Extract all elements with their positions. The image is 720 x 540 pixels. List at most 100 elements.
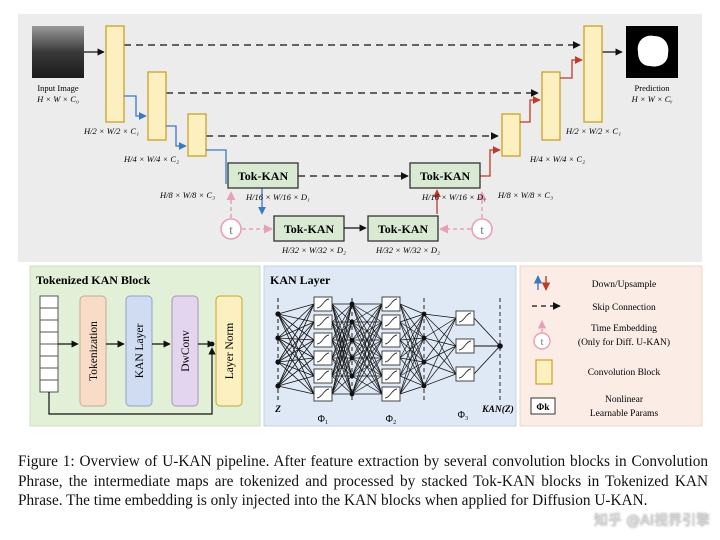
kan-z-label: Z xyxy=(274,405,281,415)
kan-input-node xyxy=(275,383,281,389)
time-embedding-right-icon xyxy=(471,218,493,240)
kan-phi3-box-curve xyxy=(458,340,472,351)
kan-edge xyxy=(473,345,501,375)
tok-kan-block-enc-1 xyxy=(227,162,299,189)
dwconv-step xyxy=(171,295,199,407)
kan-edge xyxy=(351,375,383,395)
encoder-conv-block-2 xyxy=(147,71,167,141)
tokenization-step-label: Tokenization xyxy=(88,321,100,381)
kan-edge xyxy=(423,345,457,363)
kan-edge xyxy=(423,313,457,319)
legend-nonlinear: Nonlinear xyxy=(605,395,644,405)
kan-edge xyxy=(277,339,315,387)
decoder-dims-1: H/2 × W/2 × C₁ xyxy=(565,126,621,136)
kan-edge xyxy=(399,357,425,363)
legend-time-note: (Only for Diff. U-KAN) xyxy=(578,337,670,348)
kan-edge xyxy=(399,313,425,323)
kan-phi1-box-curve xyxy=(316,370,330,381)
kan-edge xyxy=(423,373,457,387)
kan-hidden-node xyxy=(349,355,355,361)
tok-kan-block-dec-1-label: Tok-KAN xyxy=(420,169,471,183)
kan-input-node xyxy=(275,359,281,365)
kan-edge xyxy=(399,321,425,339)
kan-edge xyxy=(331,303,353,341)
tok-dims-enc: H/16 × W/16 × D₁ xyxy=(245,192,310,202)
kan-edge xyxy=(331,357,353,395)
kan-edge xyxy=(399,313,425,377)
kan-edge xyxy=(399,339,425,387)
prediction-label: Prediction xyxy=(635,83,671,93)
decoder-conv-block-1 xyxy=(583,25,603,123)
kan-phi1-box-curve xyxy=(316,316,330,327)
kan-edge xyxy=(473,317,501,347)
kan-edge xyxy=(399,361,425,395)
kan-edge xyxy=(277,321,315,387)
legend-time-symbol: t xyxy=(540,336,543,348)
kan-edge xyxy=(277,337,315,359)
decoder-dims-2: H/4 × W/4 × C₂ xyxy=(529,154,585,164)
kan-phi-3-label: Φ₃ xyxy=(458,410,469,421)
kan-hidden-node xyxy=(421,335,427,341)
kan-phi3-box-curve xyxy=(458,368,472,379)
kan-phi1-box-curve xyxy=(316,298,330,309)
watermark: 知乎 @AI视界引擎 xyxy=(593,513,710,529)
kan-edge xyxy=(423,313,457,347)
kan-edge xyxy=(399,313,425,359)
kan-edge xyxy=(399,303,425,339)
legend-conv-icon xyxy=(535,359,553,385)
kan-phi2-box-curve xyxy=(384,370,398,381)
kan-hidden-node xyxy=(421,359,427,365)
legend-conv-block: Convolution Block xyxy=(588,368,661,378)
time-embedding-left-symbol: t xyxy=(229,222,233,237)
tok-kan-block-bottleneck-2-label: Tok-KAN xyxy=(378,222,429,236)
kan-edge xyxy=(423,337,457,375)
tok-kan-block-bottleneck-1-label: Tok-KAN xyxy=(284,222,335,236)
tokenization-step xyxy=(79,295,107,407)
kan-edge xyxy=(351,321,383,395)
kan-edge xyxy=(351,303,383,341)
kan-edge xyxy=(399,375,425,387)
tokenized-kan-block-title: Tokenized KAN Block xyxy=(36,273,151,287)
kan-hidden-node xyxy=(349,337,355,343)
kan-edge xyxy=(399,321,425,363)
kan-hidden-node xyxy=(421,311,427,317)
kan-output-label: KAN(Z) xyxy=(481,404,514,415)
kan-edge xyxy=(331,339,353,395)
kan-edge xyxy=(423,317,457,339)
kan-phi2-box-curve xyxy=(384,298,398,309)
kan-edge xyxy=(277,357,315,387)
time-embedding-right-symbol: t xyxy=(480,222,484,237)
kan-edge xyxy=(399,303,425,363)
kan-edge xyxy=(399,361,425,377)
kan-edge xyxy=(423,313,457,375)
legend-phi-icon xyxy=(530,397,556,415)
kan-edge xyxy=(331,303,353,395)
downsample-arrow-3 xyxy=(206,149,227,184)
kan-edge xyxy=(277,313,315,323)
kan-edge xyxy=(399,339,425,363)
kan-edge xyxy=(331,303,353,323)
kan-phi1-box-curve xyxy=(316,388,330,399)
tok-dims-bottleneck-2: H/32 × W/32 × D₂ xyxy=(375,245,440,255)
kan-edge xyxy=(277,303,315,387)
upsample-arrow-4 xyxy=(560,56,583,79)
kan-edge xyxy=(399,303,425,315)
legend-time-embedding: Time Embedding xyxy=(591,324,657,334)
kan-edge xyxy=(399,337,425,359)
kan-edge xyxy=(277,313,315,341)
input-image-dims: H × W × C₀ xyxy=(36,94,79,104)
residual-connection xyxy=(48,347,216,415)
kan-phi2-box-curve xyxy=(384,388,398,399)
legend-down-upsample: Down/Upsample xyxy=(592,280,656,290)
kan-layer-step-label: KAN Layer xyxy=(134,324,146,379)
input-image xyxy=(32,26,84,78)
kan-hidden-node xyxy=(349,301,355,307)
encoder-conv-block-3 xyxy=(187,113,207,157)
kan-layer-step xyxy=(125,295,153,407)
kan-edge xyxy=(399,337,425,341)
kan-hidden-node xyxy=(349,391,355,397)
downsample-arrow-1 xyxy=(124,95,147,120)
encoder-dims-3: H/8 × W/8 × C₃ xyxy=(159,190,215,200)
kan-edge xyxy=(331,303,353,377)
